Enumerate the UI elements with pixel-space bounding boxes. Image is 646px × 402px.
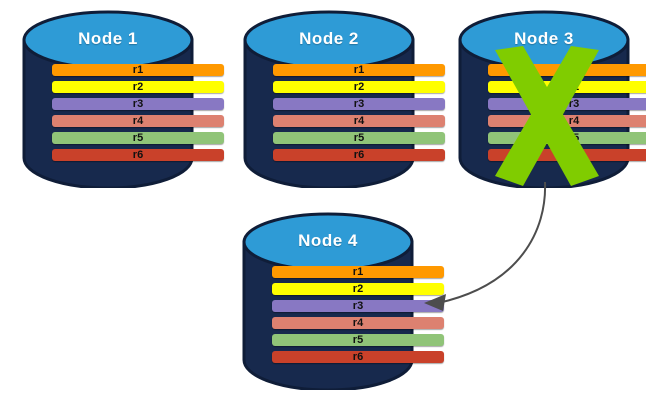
- row-label: r1: [132, 64, 144, 76]
- row-label: r6: [132, 149, 144, 161]
- node-1-row-r5: r5: [52, 132, 224, 144]
- row-label: r6: [353, 149, 365, 161]
- node-2[interactable]: Node 2 r1 r2 r3 r4 r5 r6: [243, 10, 445, 188]
- row-label: r3: [352, 300, 364, 312]
- node-1-row-r3: r3: [52, 98, 224, 110]
- node-4-row-r1: r1: [272, 266, 444, 278]
- row-label: r4: [353, 115, 365, 127]
- node-2-row-r3: r3: [273, 98, 445, 110]
- row-label: r5: [353, 132, 365, 144]
- row-label: r5: [352, 334, 364, 346]
- node-4-row-r6: r6: [272, 351, 444, 363]
- node-4-row-r5: r5: [272, 334, 444, 346]
- row-label: r2: [353, 81, 365, 93]
- node-1-row-r2: r2: [52, 81, 224, 93]
- row-label: r3: [132, 98, 144, 110]
- node-1[interactable]: Node 1 r1 r2 r3 r4 r5 r6: [22, 10, 224, 188]
- row-label: r6: [352, 351, 364, 363]
- node-1-row-r1: r1: [52, 64, 224, 76]
- node-2-row-r1: r1: [273, 64, 445, 76]
- row-label: r2: [132, 81, 144, 93]
- node-2-row-r2: r2: [273, 81, 445, 93]
- row-label: r2: [352, 283, 364, 295]
- node-4-row-r3: r3: [272, 300, 444, 312]
- row-label: r5: [132, 132, 144, 144]
- node-4-row-r2: r2: [272, 283, 444, 295]
- row-label: r1: [353, 64, 365, 76]
- row-label: r3: [353, 98, 365, 110]
- node-2-rows: r1 r2 r3 r4 r5 r6: [243, 64, 475, 161]
- node-1-row-r6: r6: [52, 149, 224, 161]
- row-label: r4: [132, 115, 144, 127]
- row-label: r1: [352, 266, 364, 278]
- node-2-row-r5: r5: [273, 132, 445, 144]
- node-2-row-r6: r6: [273, 149, 445, 161]
- row-label: r4: [352, 317, 364, 329]
- node-2-row-r4: r4: [273, 115, 445, 127]
- node-1-rows: r1 r2 r3 r4 r5 r6: [22, 64, 254, 161]
- node-4-rows: r1 r2 r3 r4 r5 r6: [242, 266, 474, 363]
- node-4-row-r4: r4: [272, 317, 444, 329]
- node-4[interactable]: Node 4 r1 r2 r3 r4 r5 r6: [242, 212, 444, 390]
- node-1-row-r4: r4: [52, 115, 224, 127]
